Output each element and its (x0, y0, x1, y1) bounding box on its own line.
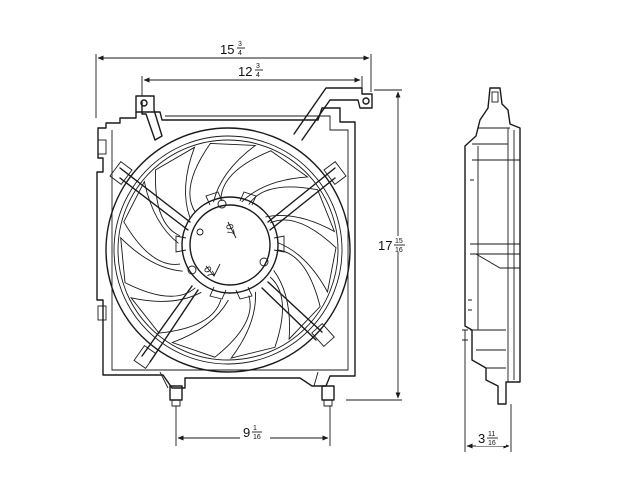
fan-blade (273, 249, 321, 341)
fan-blade (123, 180, 181, 265)
shroud-inner-outline (111, 115, 349, 371)
motor-hub-inner (189, 204, 271, 286)
motor-struts (109, 160, 347, 370)
fan-blade (129, 291, 222, 334)
svg-text:4: 4 (238, 50, 242, 57)
svg-text:16: 16 (253, 434, 261, 441)
dim-overall-height-label: 17 15 16 (378, 236, 414, 254)
motor-label-upper: 07 (223, 223, 236, 236)
fan-blade (248, 186, 336, 233)
bottom-mounting-pins (159, 371, 335, 407)
svg-text:4: 4 (256, 72, 260, 79)
dim-depth-label: 3 11 16 (476, 431, 506, 447)
fan-blade (120, 236, 196, 297)
motor-label-lower: 07 (201, 265, 216, 281)
left-bracket-hole (140, 99, 148, 107)
svg-text:17: 17 (378, 238, 392, 253)
motor-hub-lugs (175, 191, 285, 300)
front-view: 07 07 (96, 87, 373, 407)
fan-blade (170, 295, 251, 358)
svg-text:1: 1 (253, 425, 257, 432)
right-top-bracket (293, 87, 373, 141)
svg-text:12: 12 (238, 64, 252, 79)
fan-blade (189, 142, 257, 213)
svg-text:11: 11 (488, 431, 495, 438)
fan-ring-inner (113, 135, 343, 365)
left-tab-lower (97, 305, 107, 321)
side-outline (464, 87, 521, 405)
svg-text:3: 3 (238, 41, 242, 48)
dim-overall-width-label: 15 3 4 (218, 41, 252, 57)
svg-text:15: 15 (220, 42, 234, 57)
fan-blades (120, 142, 337, 359)
fan-blade (155, 146, 196, 237)
dim-mount-spacing-label: 9 1 16 (240, 425, 270, 441)
dim-mount-width-label: 12 3 4 (236, 63, 270, 79)
motor-hub-outer (181, 196, 279, 294)
right-bracket-hole (362, 97, 370, 105)
svg-text:16: 16 (488, 440, 496, 447)
left-top-bracket (135, 95, 163, 141)
fan-ring-outer (105, 127, 351, 373)
dimension-lines (95, 54, 512, 452)
svg-text:3: 3 (478, 431, 485, 446)
svg-text:16: 16 (395, 247, 403, 254)
fan-ring-lip (117, 139, 339, 361)
svg-text:3: 3 (256, 63, 260, 70)
fan-blade (269, 219, 337, 294)
fan-blade (220, 150, 309, 203)
svg-text:15: 15 (395, 238, 403, 245)
left-tab-upper (97, 139, 107, 155)
svg-text:9: 9 (243, 425, 250, 440)
shroud-outline (96, 107, 356, 389)
side-view (462, 87, 521, 405)
